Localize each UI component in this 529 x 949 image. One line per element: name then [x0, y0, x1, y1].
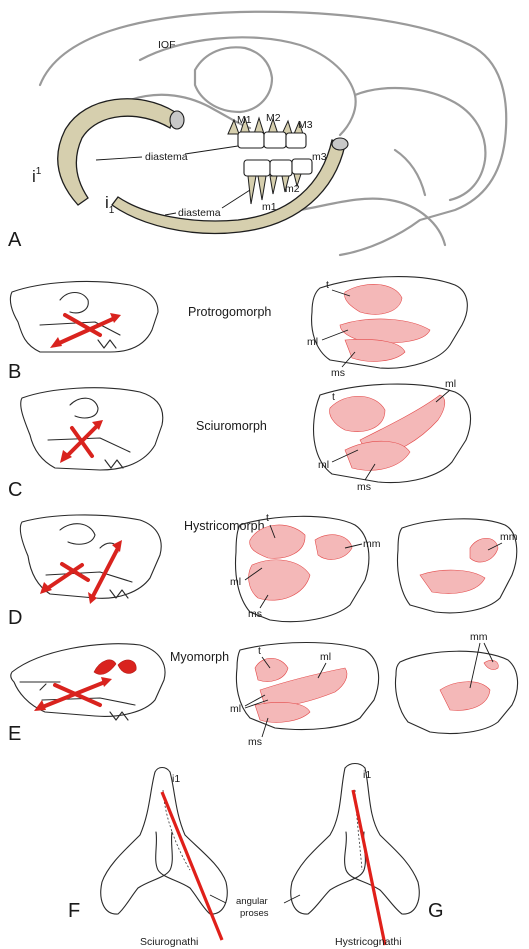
- muscle-shape-e-2: [118, 660, 136, 673]
- lower-incisor-tip: [332, 138, 348, 150]
- arrow-d-1: [45, 565, 82, 590]
- jaw-outline: [300, 150, 445, 245]
- diastema-lower-leader-2: [222, 190, 250, 208]
- label-angular-proses: angularproses: [236, 896, 269, 919]
- row-label-protrogomorph: Protrogomorph: [188, 305, 271, 319]
- skull-d-right: [398, 519, 517, 613]
- row-label-sciuromorph: Sciuromorph: [196, 419, 267, 433]
- label-ml-e-top: ml: [320, 651, 331, 663]
- skull-e-left: [11, 644, 165, 717]
- muscle-t-c[interactable]: [330, 396, 385, 431]
- panel-letter-d: D: [8, 607, 22, 629]
- label-ms-d: ms: [248, 608, 262, 620]
- skull-d-left: [20, 515, 161, 598]
- upper-incisor-label: i1: [32, 166, 42, 186]
- panel-g: i1 Hystricognathi G: [291, 764, 444, 949]
- label-ml-c-right: ml: [445, 378, 456, 390]
- orbit-d-left: [60, 524, 95, 545]
- panel-a: IOF M1 M2 M3 m3 m2 m1 diastema diastema …: [8, 12, 506, 255]
- leader-ms-b: [342, 352, 355, 367]
- muscle-mm-d-right[interactable]: [470, 538, 498, 562]
- panel-letter-g: G: [428, 900, 444, 922]
- label-t-e: t: [258, 645, 261, 657]
- panel-d: Hystricomorph t mm ml ms mm D: [8, 512, 518, 629]
- label-mm-d: mm: [363, 538, 381, 550]
- muscle-ms-e[interactable]: [255, 702, 310, 722]
- panel-letter-c: C: [8, 479, 22, 501]
- molar-M1[interactable]: [238, 132, 264, 148]
- muscle-mm-d[interactable]: [315, 535, 352, 560]
- label-ms-b: ms: [331, 367, 345, 379]
- M3-label: M3: [298, 119, 313, 131]
- label-t-b: t: [326, 279, 329, 291]
- arrow-d-3: [92, 548, 118, 598]
- panel-letter-b: B: [8, 361, 21, 383]
- m2-label: m2: [285, 183, 300, 195]
- molar-m1[interactable]: [244, 160, 270, 176]
- leader-mm-e-2: [484, 643, 493, 662]
- iof-label: IOF: [158, 39, 176, 51]
- label-mm-d-right: mm: [500, 531, 518, 543]
- m3-label: m3: [312, 151, 327, 163]
- leader-mm-e-1: [470, 643, 480, 688]
- panel-b: Protrogomorph t ml ms B: [8, 277, 467, 383]
- diastema-upper-label: diastema: [145, 151, 188, 163]
- panel-f: i1 Sciurognathi F: [68, 768, 227, 949]
- panel-letter-a: A: [8, 229, 22, 251]
- label-ml-e: ml: [230, 703, 241, 715]
- panel-letter-e: E: [8, 723, 21, 745]
- label-sciurognathi: Sciurognathi: [140, 936, 198, 948]
- lower-incisor-label: i1: [105, 193, 115, 216]
- molar-m2[interactable]: [270, 160, 292, 176]
- label-t-d: t: [266, 512, 269, 524]
- label-hystricognathi: Hystricognathi: [335, 936, 402, 948]
- muscle-ms-c[interactable]: [345, 441, 410, 470]
- leader-ml-b: [322, 330, 348, 340]
- label-ml-d: ml: [230, 576, 241, 588]
- muscle-t-e[interactable]: [255, 658, 288, 681]
- panel-c: Sciuromorph t ml ml ms C: [8, 378, 471, 501]
- diastema-upper-leader-2: [185, 146, 238, 154]
- muscle-t-b[interactable]: [345, 284, 402, 314]
- m1-label: m1: [262, 201, 277, 213]
- arrowhead-e-2: [101, 677, 112, 687]
- skull-b-left: [10, 281, 158, 352]
- leader-angular-left: [210, 895, 226, 903]
- molar-M2[interactable]: [264, 132, 286, 148]
- panel-letter-f: F: [68, 900, 80, 922]
- orbit-b-left: [60, 293, 88, 313]
- orbit-c-left: [70, 398, 98, 418]
- muscle-shape-e-1: [94, 660, 116, 675]
- diastema-lower-label: diastema: [178, 207, 221, 219]
- label-i1-g: i1: [363, 769, 371, 781]
- orbit-outline: [195, 47, 272, 112]
- molar-M3[interactable]: [286, 133, 306, 148]
- mandible-hystricognathi: [291, 768, 419, 914]
- molar-m3[interactable]: [292, 159, 312, 174]
- label-ml-b: ml: [307, 336, 318, 348]
- row-label-myomorph: Myomorph: [170, 650, 229, 664]
- label-ml-c-left: ml: [318, 459, 329, 471]
- incisor-tip-g: [345, 764, 365, 769]
- muscle-mm-e-right-2[interactable]: [484, 660, 498, 669]
- label-ms-e: ms: [248, 736, 262, 748]
- incisor-tip-f: [155, 768, 170, 773]
- label-mm-e: mm: [470, 631, 488, 643]
- muscle-mm-e-right[interactable]: [440, 682, 490, 711]
- label-ms-c: ms: [357, 481, 371, 493]
- arrowhead-b-1: [50, 337, 62, 348]
- muscle-ms-d[interactable]: [249, 560, 310, 600]
- M1-label: M1: [237, 114, 252, 126]
- redline-g: [353, 790, 385, 945]
- label-t-c: t: [332, 391, 335, 403]
- diastema-upper-leader: [96, 157, 142, 160]
- diastema-lower-leader: [165, 213, 176, 215]
- upper-incisor-tip: [170, 111, 184, 129]
- muscle-ml-d-right[interactable]: [420, 570, 485, 593]
- label-i1-f: i1: [172, 773, 180, 785]
- panel-e: Myomorph t ml ml ms mm E: [8, 631, 518, 748]
- M2-label: M2: [266, 112, 281, 124]
